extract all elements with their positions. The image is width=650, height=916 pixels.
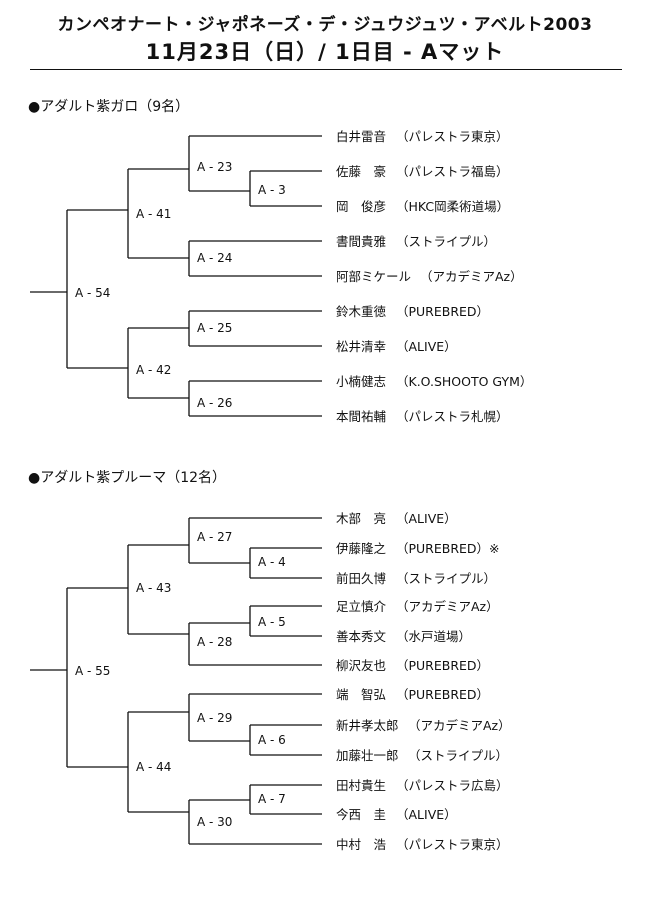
match-label: A - 23 [197,160,232,174]
match-lines [30,135,322,417]
match-label: A - 27 [197,530,232,544]
match-label: A - 6 [258,733,286,747]
bracket-pluma: A - 55 A - 43 A - 44 A - 27 A - 4 A - 5 … [30,511,511,852]
competitor-team: （HKC岡柔術道場） [396,199,509,214]
competitor-team: （パレストラ札幌） [396,409,509,424]
competitor-team: （PUREBRED） [396,687,489,702]
competitor-team: （ストライプル） [408,748,508,763]
competitor-name: 松井清幸 [336,339,386,354]
competitor-name: 足立慎介 [336,599,387,614]
competitor-name: 書間貴雅 [336,234,386,249]
competitor-name: 阿部ミケール [336,269,411,284]
competitor-name: 柳沢友也 [336,658,386,673]
competitor-team: （PUREBRED） [396,658,489,673]
match-label: A - 25 [197,321,232,335]
match-label: A - 54 [75,286,110,300]
competitor-team: （PUREBRED） [396,304,489,319]
match-label: A - 42 [136,363,171,377]
competitor-name: 新井孝太郎 [336,718,399,733]
competitor-name: 木部 亮 [336,511,386,526]
competitor-team: （PUREBRED）※ [396,541,500,556]
event-title: カンペオナート・ジャポネーズ・デ・ジュウジュツ・アベルト2003 [57,15,593,35]
competitor-team: （パレストラ東京） [396,129,509,144]
competitor-name: 加藤壮一郎 [336,748,399,763]
match-label: A - 30 [197,815,232,829]
competitor-name: 田村貴生 [336,778,386,793]
competitor-name: 鈴木重徳 [336,304,387,319]
competitor-team: （パレストラ福島） [396,164,509,179]
match-label: A - 4 [258,555,286,569]
competitor-name: 前田久博 [336,571,387,586]
competitor-name: 白井雷音 [336,129,386,144]
match-label: A - 26 [197,396,232,410]
competitor-team: （アカデミアAz） [396,599,499,614]
competitor-name: 小楠健志 [336,374,386,389]
competitor-team: （パレストラ東京） [396,837,509,852]
competitor-team: （パレストラ広島） [396,778,509,793]
match-label: A - 29 [197,711,232,725]
match-label: A - 55 [75,664,110,678]
match-label: A - 41 [136,207,171,221]
match-label: A - 43 [136,581,171,595]
competitor-name: 端 智弘 [336,687,386,702]
match-label: A - 24 [197,251,232,265]
match-label: A - 5 [258,615,286,629]
bracket-gallo: A - 54 A - 41 A - 42 A - 23 A - 3 A - 24… [30,129,532,424]
match-lines [30,517,322,845]
match-label: A - 3 [258,183,286,197]
competitor-name: 中村 浩 [336,837,386,852]
date-line: 11月23日（日）/ 1日目 - Aマット [145,40,505,64]
match-label: A - 7 [258,792,286,806]
section-title-gallo: ●アダルト紫ガロ（9名） [28,99,190,115]
competitor-name: 佐藤 豪 [336,164,386,179]
competitor-team: （アカデミアAz） [420,269,523,284]
competitor-team: （水戸道場） [396,629,471,644]
competitor-team: （ストライプル） [396,234,496,249]
match-label: A - 44 [136,760,171,774]
competitor-team: （ALIVE） [396,807,457,822]
competitor-name: 伊藤隆之 [336,541,387,556]
competitor-team: （アカデミアAz） [408,718,511,733]
competitor-name: 本間祐輔 [336,409,386,424]
competitor-name: 今西 圭 [336,807,386,822]
competitor-team: （ALIVE） [396,339,457,354]
section-title-pluma: ●アダルト紫プルーマ（12名） [28,470,227,486]
match-label: A - 28 [197,635,232,649]
competitor-team: （K.O.SHOOTO GYM） [396,374,532,389]
competitor-team: （ALIVE） [396,511,457,526]
header-divider [30,69,622,70]
competitor-name: 善本秀文 [336,629,387,644]
competitor-name: 岡 俊彦 [336,199,386,214]
competitor-team: （ストライプル） [396,571,496,586]
